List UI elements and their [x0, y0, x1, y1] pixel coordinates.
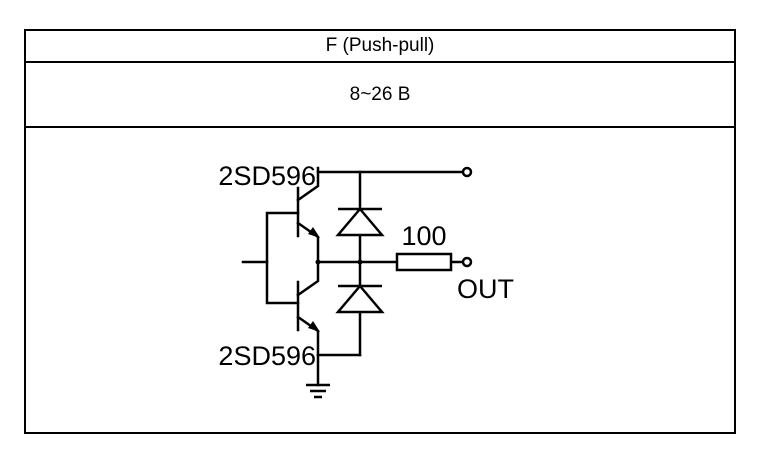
junction-dot [315, 259, 321, 265]
bottom-transistor-collector [296, 260, 320, 297]
bottom-emitter-arrow-icon [308, 321, 320, 332]
top-rail-wire [316, 166, 465, 174]
spec-table: F (Push-pull) 8~26 B [24, 29, 736, 434]
supply-voltage-cell: 8~26 B [26, 63, 734, 128]
junction-dot [357, 259, 363, 265]
supply-terminal-icon [461, 166, 473, 178]
bottom-transistor-label: 2SD596 [218, 341, 316, 371]
top-transistor-label: 2SD596 [218, 161, 316, 191]
output-terminal-icon [461, 256, 473, 268]
top-transistor-collector [296, 170, 320, 202]
top-transistor-emitter [296, 221, 320, 264]
resistor-icon [395, 252, 453, 272]
bottom-diode-icon [335, 284, 385, 314]
top-diode-icon [335, 207, 385, 237]
output-type-cell: F (Push-pull) [26, 31, 734, 63]
top-emitter-arrow-icon [308, 227, 320, 238]
ground-icon [306, 383, 330, 399]
output-label: OUT [457, 274, 514, 304]
base-wire [265, 211, 300, 305]
resistor-label: 100 [401, 221, 446, 251]
